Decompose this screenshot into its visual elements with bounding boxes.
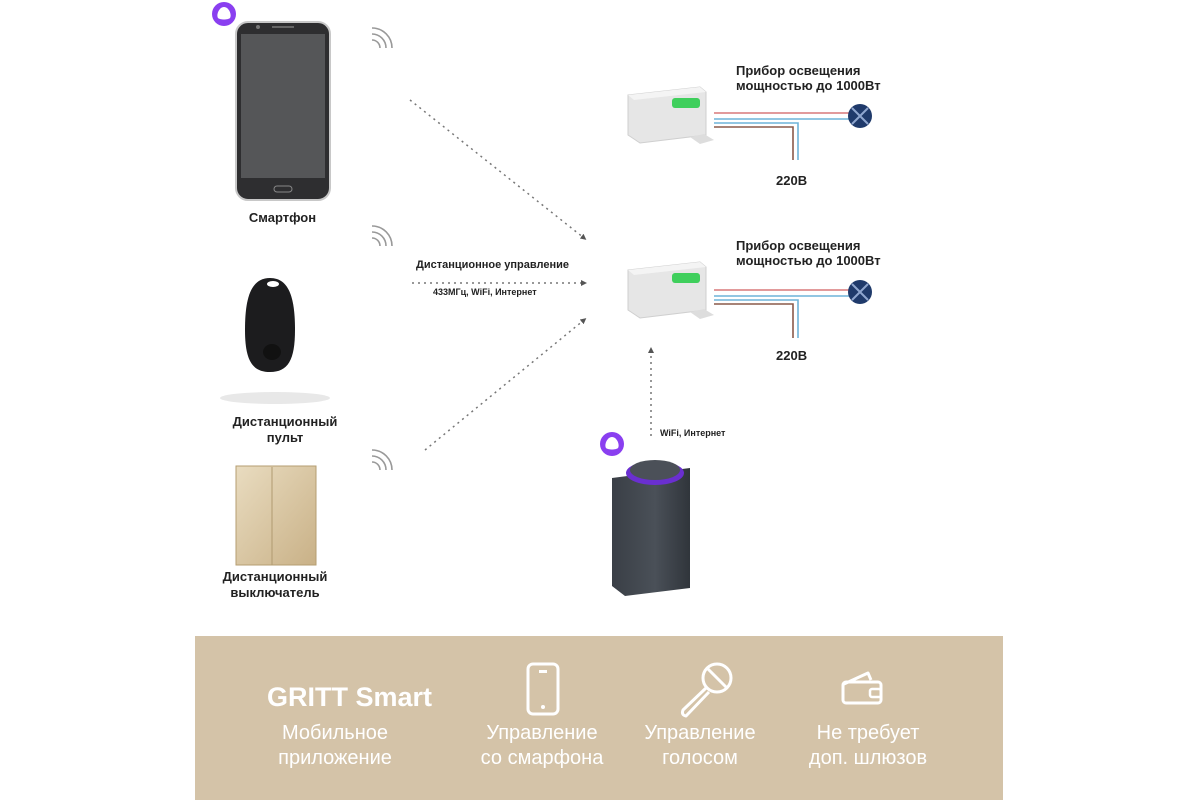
relay-1-supply-label: 220В — [776, 173, 808, 188]
diagram-canvas — [212, 2, 872, 596]
lamp-icon — [848, 280, 872, 304]
relay-2-load-line2: мощностью до 1000Вт — [736, 253, 881, 268]
feature-mobile-app: Мобильное приложение — [255, 721, 415, 771]
relay-wiring — [714, 112, 850, 160]
remote-label-line1: Дистанционный — [232, 414, 338, 429]
wifi-signal-icon — [371, 449, 393, 471]
lamp-icon — [848, 104, 872, 128]
feature-line2: голосом — [662, 747, 738, 769]
remote-label-line2: пульт — [266, 430, 304, 445]
link-arrow-smartphone — [409, 99, 587, 240]
wall-switch-icon — [235, 465, 317, 566]
smartphone-outline-icon — [526, 662, 560, 716]
feature-voice-control: Управление голосом — [615, 721, 785, 771]
feature-no-gateway: Не требует доп. шлюзов — [788, 721, 948, 771]
switch-label-line1: Дистанционный — [222, 569, 328, 584]
relay-2-supply-label: 220В — [776, 348, 808, 363]
feature-line2: доп. шлюзов — [808, 747, 928, 769]
alice-icon — [600, 432, 624, 456]
feature-smartphone-control: Управление со смарфона — [462, 721, 622, 771]
wifi-signal-icon — [371, 225, 393, 247]
wallet-icon — [841, 671, 883, 705]
feature-line1: Не требует — [816, 722, 920, 744]
feature-line2: со смарфона — [480, 747, 604, 769]
smartphone-label: Смартфон — [248, 210, 317, 225]
link-title: Дистанционное управление — [416, 259, 569, 271]
brand-name: GRITT Smart — [267, 682, 433, 712]
feature-line1: Мобильное — [281, 722, 388, 744]
relay-1-load-line2: мощностью до 1000Вт — [736, 78, 881, 93]
feature-line1: Управление — [486, 722, 598, 744]
feature-line2: приложение — [278, 747, 392, 769]
relay-2-load-line1: Прибор освещения — [736, 238, 861, 253]
keyfob-remote-icon — [220, 278, 330, 404]
relay-module-icon — [627, 261, 714, 319]
smartphone-icon — [235, 21, 331, 201]
relay-2-load-label: Прибор освещения мощностью до 1000Вт — [736, 238, 881, 268]
link-arrow-switch — [424, 318, 587, 451]
link-subtitle: 433МГц, WiFi, Интернет — [433, 287, 537, 297]
feature-banner: GRITT Smart Мобильное приложение Управле… — [195, 636, 1003, 800]
relay-1-load-label: Прибор освещения мощностью до 1000Вт — [736, 63, 881, 93]
speaker-link-label: WiFi, Интернет — [660, 428, 726, 438]
remote-label: Дистанционный пульт — [205, 414, 365, 446]
wifi-signal-icon — [371, 27, 393, 49]
relay-wiring — [714, 289, 850, 338]
microphone-icon — [680, 662, 733, 718]
relay-module-icon — [627, 86, 714, 144]
switch-label: Дистанционный выключатель — [195, 569, 355, 601]
alice-icon — [212, 2, 236, 26]
smart-speaker-icon — [612, 460, 690, 596]
relay-1-load-line1: Прибор освещения — [736, 63, 861, 78]
feature-line1: Управление — [644, 722, 756, 744]
switch-label-line2: выключатель — [230, 585, 320, 600]
